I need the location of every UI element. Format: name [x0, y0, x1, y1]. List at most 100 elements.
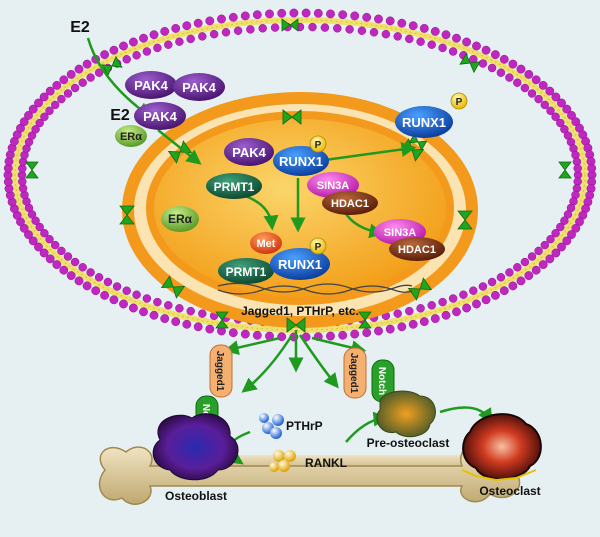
phospholipid-head: [462, 37, 471, 47]
phospholipid-head: [462, 303, 471, 313]
met-molecule: Met: [250, 232, 282, 254]
prmt1-label: PRMT1: [226, 265, 267, 279]
phospholipid-head: [362, 12, 372, 22]
phospholipid-head: [459, 290, 468, 299]
phospholipid-head: [91, 286, 101, 296]
phospholipid-head: [448, 47, 458, 56]
phospholipid-head: [338, 330, 348, 340]
phosphate-icon: P: [309, 237, 327, 255]
phospholipid-head: [277, 8, 287, 18]
phospholipid-head: [205, 324, 215, 334]
phospholipid-head: [252, 330, 262, 340]
prmt1-molecule: PRMT1: [218, 258, 274, 284]
phospholipid-head: [545, 254, 555, 264]
phospholipid-head: [34, 242, 43, 252]
phospholipid-head: [252, 10, 262, 20]
phospholipid-head: [551, 92, 561, 102]
runx1-label: RUNX1: [279, 154, 323, 169]
runx1-nucleus-molecule: RUNX1: [273, 146, 329, 176]
phospholipid-head: [534, 246, 543, 256]
phosphate-label: P: [315, 140, 322, 151]
phospholipid-head: [490, 50, 500, 59]
phospholipid-head: [86, 268, 95, 277]
hdac1-label: HDAC1: [331, 198, 369, 210]
phospholipid-head: [416, 304, 425, 313]
phospholipid-head: [164, 301, 173, 310]
phospholipid-head: [516, 64, 526, 74]
phospholipid-head: [538, 81, 548, 90]
phospholipid-head: [416, 37, 425, 46]
runx1-methylated-molecule: RUNX1: [270, 248, 330, 280]
phospholipid-head: [524, 271, 534, 280]
phospholipid-head: [78, 263, 87, 272]
phospholipid-head: [513, 78, 522, 87]
phospholipid-head: [198, 32, 207, 41]
phospholipid-head: [289, 8, 299, 18]
phospholipid-head: [540, 240, 549, 250]
phospholipid-head: [350, 329, 360, 339]
phospholipid-head: [338, 10, 348, 20]
er-alpha-label: ERα: [120, 131, 142, 143]
phospholipid-head: [40, 112, 49, 122]
phospholipid-head: [186, 306, 195, 316]
phospholipid-head: [31, 216, 40, 225]
phospholipid-head: [153, 297, 162, 307]
phospholipid-head: [556, 222, 565, 232]
phospholipid-head: [374, 326, 383, 336]
phospholipid-head: [119, 41, 128, 51]
phospholipid-head: [531, 265, 541, 275]
phospholipid-head: [546, 106, 555, 116]
phospholipid-head: [34, 98, 43, 108]
phospholipid-head: [45, 234, 54, 244]
runx1-label: RUNX1: [278, 257, 322, 272]
phospholipid-head: [45, 106, 54, 116]
jagged1-label: Jagged1: [214, 351, 225, 392]
pak4-label: PAK4: [143, 109, 177, 124]
phospholipid-head: [233, 26, 243, 35]
phospholipid-head: [326, 331, 335, 341]
phospholipid-head: [103, 277, 113, 287]
phospholipid-head: [508, 59, 518, 69]
phospholipid-head: [142, 47, 152, 56]
target-genes-label: Jagged1, PTHrP, etc.: [241, 304, 359, 318]
phospholipid-head: [240, 329, 250, 339]
phosphate-label: P: [456, 97, 463, 108]
pak4-molecule: PAK4: [173, 73, 225, 101]
phospholipid-head: [326, 9, 335, 19]
phospholipid-head: [496, 273, 506, 282]
phospholipid-head: [51, 240, 60, 250]
phospholipid-head: [557, 98, 566, 108]
phospholipid-head: [139, 33, 148, 43]
phospholipid-head: [100, 50, 110, 59]
phospholipid-head: [531, 75, 541, 85]
phospholipid-head: [560, 125, 569, 134]
phospholipid-head: [308, 22, 317, 32]
phospholipid-head: [171, 24, 181, 33]
pak4-label: PAK4: [134, 78, 168, 93]
phospholipid-head: [198, 309, 207, 318]
phospholipid-head: [109, 295, 119, 305]
phospholipid-head: [408, 21, 418, 31]
prmt1-label: PRMT1: [214, 180, 255, 194]
phospholipid-head: [405, 34, 414, 44]
phospholipid-head: [128, 303, 138, 313]
pak4-label: PAK4: [182, 80, 216, 95]
phospholipid-head: [481, 295, 491, 305]
rankl-molecules: [269, 450, 296, 472]
phospholipid-head: [430, 314, 440, 323]
phospholipid-head: [186, 34, 195, 44]
phospholipid-head: [560, 216, 569, 225]
phospholipid-head: [571, 223, 581, 233]
phosphate-icon: P: [450, 92, 468, 110]
phospholipid-head: [487, 63, 497, 73]
phospholipid-head: [57, 94, 66, 104]
phospholipid-head: [128, 37, 138, 47]
phospholipid-head: [57, 246, 66, 256]
phospholipid-head: [427, 301, 436, 310]
osteoblast-label: Osteoblast: [165, 489, 227, 503]
phospholipid-head: [430, 27, 440, 36]
nucleus: [122, 92, 478, 328]
phospholipid-head: [557, 242, 566, 252]
phospholipid-head: [277, 332, 287, 342]
phospholipid-head: [545, 86, 555, 96]
